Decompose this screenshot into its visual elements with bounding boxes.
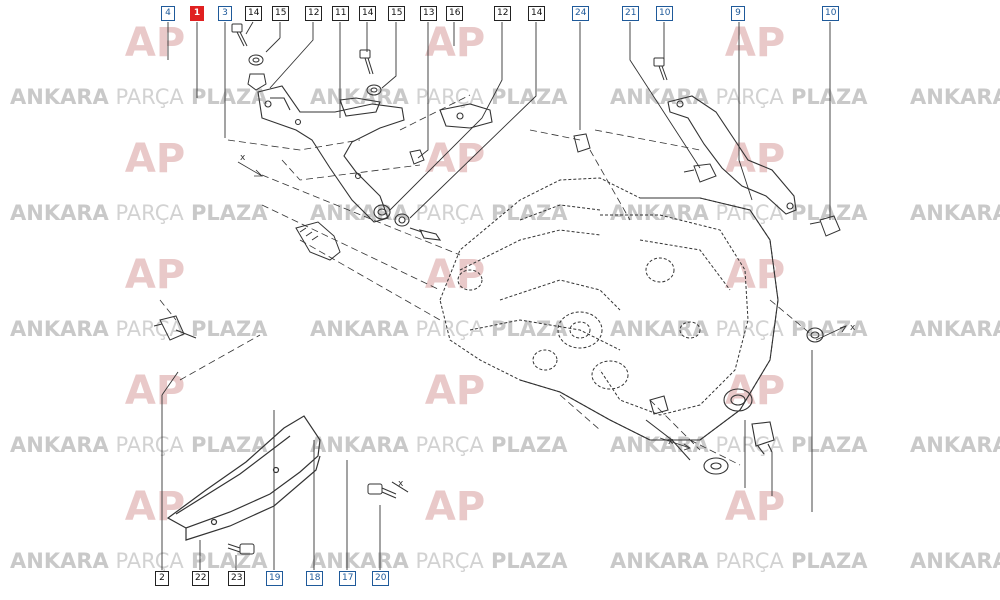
callout-15[interactable]: 15 (272, 6, 290, 21)
callout-23[interactable]: 23 (228, 571, 246, 586)
watermark-logo: AP (425, 252, 485, 298)
housing-flange (519, 197, 779, 441)
callout-11[interactable]: 11 (332, 6, 350, 21)
assembly-dash-lines (159, 94, 813, 466)
watermark-text: ANKARA PARÇA PLAZA (10, 433, 268, 457)
callout-16[interactable]: 16 (446, 6, 464, 21)
watermark-logo: AP (425, 20, 485, 66)
hardware-top (231, 23, 841, 237)
watermark-text: ANKARA PARÇA PLAZA (910, 317, 1000, 341)
watermark-text: ANKARA PARÇA PLAZA (10, 317, 268, 341)
callout-3[interactable]: 3 (218, 6, 232, 21)
callout-24[interactable]: 24 (572, 6, 590, 21)
watermark-logo: AP (125, 20, 185, 66)
dimension-mark: x (850, 323, 856, 333)
dimension-mark: x (398, 479, 404, 489)
watermark-logo: AP (425, 368, 485, 414)
callout-14[interactable]: 14 (528, 6, 546, 21)
watermark-text: ANKARA PARÇA PLAZA (910, 433, 1000, 457)
watermark-logo: AP (425, 484, 485, 530)
callout-10[interactable]: 10 (822, 6, 840, 21)
watermark-text: ANKARA PARÇA PLAZA (610, 317, 868, 341)
callout-19[interactable]: 19 (266, 571, 284, 586)
callout-10[interactable]: 10 (656, 6, 674, 21)
callout-4[interactable]: 4 (161, 6, 175, 21)
lower-right-parts (645, 327, 824, 475)
watermark-rows: ANKARA PARÇA PLAZA ANKARA PARÇA PLAZA ANKA… (10, 85, 1000, 573)
callout-15[interactable]: 15 (388, 6, 406, 21)
watermark-text: ANKARA PARÇA PLAZA (310, 201, 568, 225)
dimension-mark: x (668, 437, 674, 447)
upper-bracket-assembly (257, 85, 493, 223)
left-parts (153, 221, 341, 341)
dimension-mark: x (240, 153, 246, 163)
callout-13[interactable]: 13 (420, 6, 438, 21)
callout-22[interactable]: 22 (192, 571, 210, 586)
callout-17[interactable]: 17 (339, 571, 357, 586)
right-bracket (667, 95, 797, 215)
callout-20[interactable]: 20 (372, 571, 390, 586)
watermark-text: ANKARA PARÇA PLAZA (610, 201, 868, 225)
callout-1[interactable]: 1 (190, 6, 204, 21)
watermark-logo: AP (125, 136, 185, 182)
watermark-logo: AP (125, 252, 185, 298)
dimension-arrows (237, 161, 847, 493)
watermark-logo: AP (725, 368, 785, 414)
watermark-text: ANKARA PARÇA PLAZA (310, 549, 568, 573)
watermark-text: ANKARA PARÇA PLAZA (610, 549, 868, 573)
cover-plate (166, 415, 321, 541)
callout-14[interactable]: 14 (359, 6, 377, 21)
dimension-marks: x x x x (240, 153, 856, 489)
watermark-text: ANKARA PARÇA PLAZA (10, 85, 268, 109)
callout-18[interactable]: 18 (306, 571, 324, 586)
callout-12[interactable]: 12 (305, 6, 323, 21)
watermark-text: ANKARA PARÇA PLAZA (310, 433, 568, 457)
callout-14[interactable]: 14 (245, 6, 263, 21)
watermark-text: ANKARA PARÇA PLAZA (610, 433, 868, 457)
watermark-text: ANKARA PARÇA PLAZA (910, 201, 1000, 225)
callout-21[interactable]: 21 (622, 6, 640, 21)
watermark-logo: AP (725, 484, 785, 530)
bushings (373, 204, 442, 241)
leader-lines (161, 21, 831, 570)
callout-2[interactable]: 2 (155, 571, 169, 586)
watermark-text: ANKARA PARÇA PLAZA (910, 549, 1000, 573)
watermark-text: ANKARA PARÇA PLAZA (910, 85, 1000, 109)
watermark-logo: AP (725, 20, 785, 66)
watermark-text: ANKARA PARÇA PLAZA (10, 201, 268, 225)
callout-9[interactable]: 9 (731, 6, 745, 21)
callout-12[interactable]: 12 (494, 6, 512, 21)
